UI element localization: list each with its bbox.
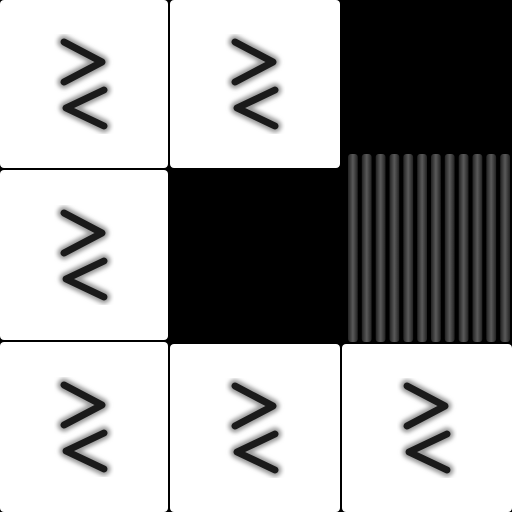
tile-r1c0[interactable]	[0, 170, 168, 340]
chevron-pair-icon	[225, 378, 285, 478]
chevron-pair-icon	[397, 378, 457, 478]
chevron-pair-icon	[225, 34, 285, 134]
chevron-pair-icon	[54, 205, 114, 305]
empty-slot-r1c1[interactable]	[170, 170, 340, 340]
chevron-pair-icon	[54, 377, 114, 477]
striped-tile-icon	[346, 154, 512, 342]
tile-r2c2[interactable]	[342, 344, 512, 512]
tile-r1c2[interactable]	[346, 154, 512, 342]
tile-r2c1[interactable]	[170, 344, 340, 512]
tile-r2c0[interactable]	[0, 342, 168, 512]
empty-slot-r0c2[interactable]	[342, 0, 512, 152]
tile-r0c0[interactable]	[0, 0, 168, 168]
chevron-pair-icon	[54, 34, 114, 134]
tile-r0c1[interactable]	[170, 0, 340, 168]
